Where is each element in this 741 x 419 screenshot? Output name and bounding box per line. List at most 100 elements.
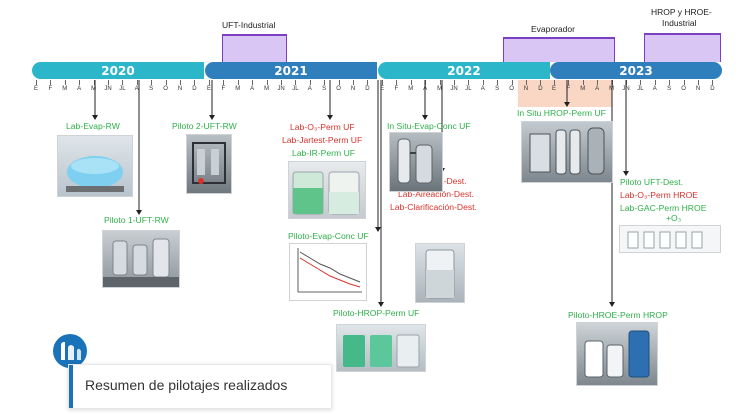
month-tick bbox=[669, 80, 671, 85]
band-label-hrop-hroe-2: Industrial bbox=[662, 18, 697, 28]
month-label: N bbox=[523, 86, 529, 92]
month-label: M bbox=[91, 86, 97, 92]
month-tick bbox=[36, 80, 37, 85]
month-label: D bbox=[365, 86, 370, 92]
month-tick bbox=[309, 80, 311, 85]
month-tick bbox=[353, 80, 354, 85]
label-lab-gac-perm-hroe: Lab-GAC-Perm HROE bbox=[620, 203, 707, 213]
month-tick bbox=[497, 80, 499, 85]
plant-illustration bbox=[529, 127, 605, 175]
month-label: O bbox=[509, 86, 514, 92]
label-piloto-hrop-perm-uf: Piloto-HROP-Perm UF bbox=[333, 308, 420, 318]
month-tick bbox=[64, 80, 66, 85]
month-tick bbox=[654, 80, 656, 85]
vials-illustration bbox=[627, 231, 703, 249]
month-label: M bbox=[408, 86, 414, 92]
label-lab-jartest-perm-uf: Lab-Jartest-Perm UF bbox=[282, 135, 363, 145]
band-hrop-hroe-industrial bbox=[644, 33, 721, 62]
skid-illustration bbox=[192, 142, 226, 184]
label-piloto-uft-dest: Piloto UFT-Dest. bbox=[620, 177, 684, 187]
month-tick bbox=[295, 80, 297, 85]
month-label: A bbox=[307, 86, 312, 92]
month-tick bbox=[683, 80, 685, 85]
chart-piloto-evap-conc-uf bbox=[289, 243, 367, 301]
month-tick bbox=[597, 80, 599, 85]
month-tick bbox=[511, 80, 513, 85]
month-label: S bbox=[667, 86, 672, 92]
photo-piloto-hrop-perm-uf bbox=[336, 324, 426, 372]
caption-box: Resumen de pilotajes realizados bbox=[68, 364, 332, 409]
month-tick bbox=[324, 80, 326, 85]
month-tick bbox=[698, 80, 699, 85]
month-label: A bbox=[134, 86, 139, 92]
month-tick bbox=[582, 80, 584, 85]
logo-icon bbox=[52, 333, 88, 369]
month-label: M bbox=[235, 86, 241, 92]
label-in-situ-hrop-perm-uf: In Situ HROP-Perm UF bbox=[517, 108, 606, 118]
year-2022-label: 2022 bbox=[447, 63, 481, 78]
month-label: E bbox=[551, 86, 557, 92]
month-label: A bbox=[480, 86, 485, 92]
month-tick bbox=[468, 80, 470, 85]
caption-text: Resumen de pilotajes realizados bbox=[85, 377, 288, 393]
month-tick bbox=[410, 80, 412, 85]
evaporator-illustration bbox=[397, 138, 433, 184]
month-label: D bbox=[538, 86, 543, 92]
month-label: D bbox=[192, 86, 197, 92]
month-label: E bbox=[33, 86, 39, 92]
month-label: E bbox=[379, 86, 385, 92]
year-2021-label: 2021 bbox=[274, 63, 308, 78]
month-tick bbox=[425, 80, 427, 85]
month-tick bbox=[180, 80, 181, 85]
month-label: JN bbox=[277, 86, 285, 92]
month-label: S bbox=[495, 86, 500, 92]
bottles-illustration bbox=[343, 334, 420, 368]
month-label: A bbox=[250, 86, 255, 92]
year-2020: 2020 bbox=[32, 62, 204, 79]
month-label: S bbox=[149, 86, 154, 92]
label-piloto-1-uft-rw: Piloto 1-UFT-RW bbox=[104, 215, 169, 225]
photo-in-situ-evap-conc-uf bbox=[389, 132, 443, 192]
month-tick bbox=[382, 80, 383, 85]
equipment-illustration bbox=[103, 238, 179, 287]
month-label: N bbox=[350, 86, 356, 92]
month-label: M bbox=[580, 86, 586, 92]
month-tick bbox=[237, 80, 239, 85]
month-tick bbox=[526, 80, 527, 85]
month-tick bbox=[454, 80, 455, 85]
month-label: JL bbox=[119, 86, 126, 92]
month-label: JN bbox=[104, 86, 112, 92]
photo-lab-uf-beakers bbox=[288, 161, 366, 219]
month-tick bbox=[338, 80, 340, 85]
beakers-illustration bbox=[292, 171, 360, 215]
month-tick bbox=[439, 80, 441, 85]
month-tick bbox=[223, 80, 225, 85]
month-label: F bbox=[48, 86, 53, 92]
photo-piloto-hroe-perm-hrop bbox=[576, 322, 658, 386]
year-2022: 2022 bbox=[378, 62, 550, 79]
month-label: M bbox=[264, 86, 270, 92]
month-tick bbox=[712, 80, 714, 85]
month-tick bbox=[122, 80, 124, 85]
year-2023-label: 2023 bbox=[619, 63, 653, 78]
label-lab-clarificacion-dest: Lab-Clarificación-Dest. bbox=[390, 202, 477, 212]
label-piloto-hroe-perm-hrop: Piloto-HROE-Perm HROP bbox=[568, 310, 668, 320]
month-label: D bbox=[710, 86, 715, 92]
month-label: O bbox=[163, 86, 168, 92]
month-label: JN bbox=[450, 86, 458, 92]
month-tick bbox=[209, 80, 210, 85]
month-tick bbox=[93, 80, 95, 85]
month-label: M bbox=[62, 86, 68, 92]
month-label: JL bbox=[292, 86, 299, 92]
month-tick bbox=[252, 80, 254, 85]
label-lab-ir-perm-uf: Lab-IR-Perm UF bbox=[292, 148, 356, 158]
month-tick bbox=[79, 80, 81, 85]
beaker-illustration bbox=[66, 156, 124, 192]
label-lab-aireacion-dest: Lab-Aireación-Dest. bbox=[398, 189, 474, 199]
month-tick bbox=[540, 80, 542, 85]
month-label: N bbox=[177, 86, 183, 92]
band-label-hrop-hroe-1: HROP y HROE- bbox=[651, 7, 712, 17]
month-tick bbox=[281, 80, 282, 85]
photo-in-situ-hrop-perm-uf bbox=[521, 121, 613, 183]
